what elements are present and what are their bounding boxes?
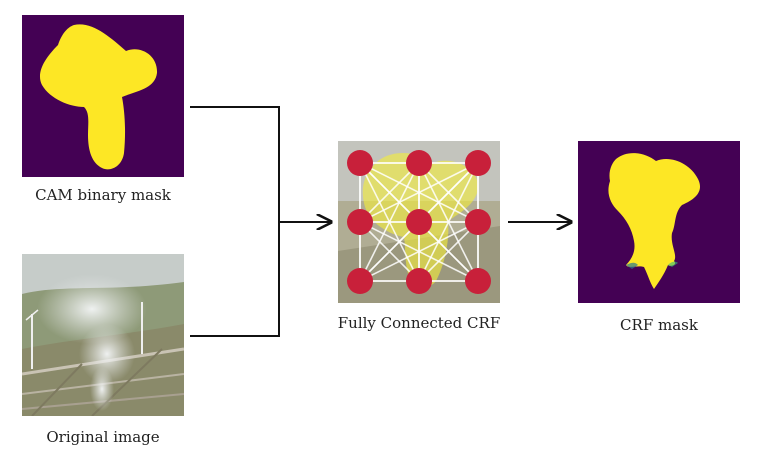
crf-edge xyxy=(359,221,479,282)
crf-node xyxy=(347,150,373,176)
crf-node xyxy=(406,209,432,235)
crf-node xyxy=(465,150,491,176)
image-connector-line xyxy=(190,222,280,337)
crf-node xyxy=(347,268,373,294)
mask-connector-line xyxy=(190,106,280,222)
crf-node xyxy=(465,209,491,235)
crf-caption: Fully Connected CRF xyxy=(337,314,501,332)
crf-edge xyxy=(418,221,479,282)
crf-edge xyxy=(359,221,420,282)
original-image xyxy=(22,254,184,416)
cam-binary-mask-image xyxy=(22,15,184,177)
crf-edge xyxy=(359,162,479,223)
crf-edge xyxy=(359,162,420,223)
crf-graph-image xyxy=(338,141,500,303)
crf-node xyxy=(406,268,432,294)
original-image-caption: Original image xyxy=(46,428,160,446)
crf-node xyxy=(347,209,373,235)
crf-node xyxy=(406,150,432,176)
cam-mask-caption: CAM binary mask xyxy=(35,186,171,204)
crf-mask-image xyxy=(578,141,740,303)
crf-node xyxy=(465,268,491,294)
crf-mask-caption: CRF mask xyxy=(620,316,698,334)
crf-nodes xyxy=(347,150,491,294)
